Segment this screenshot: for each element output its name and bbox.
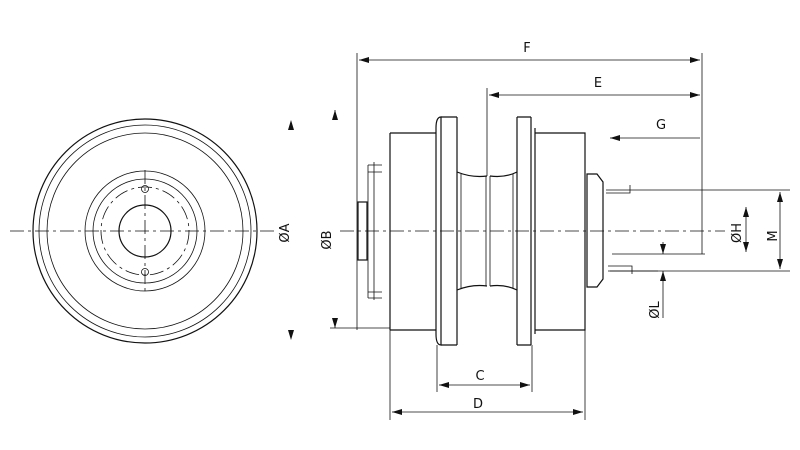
label-m: M xyxy=(766,230,781,241)
label-d: D xyxy=(473,397,483,412)
side-view xyxy=(340,116,790,346)
label-g: G xyxy=(656,118,666,133)
dim-a-arrow-bottom xyxy=(288,330,294,340)
label-b: ØB xyxy=(320,230,335,249)
front-view xyxy=(10,118,294,344)
label-a: ØA xyxy=(278,223,293,242)
label-l: ØL xyxy=(648,301,663,319)
label-f: F xyxy=(523,41,530,56)
label-e: E xyxy=(594,76,602,91)
dimensions xyxy=(330,53,783,420)
label-h: ØH xyxy=(730,223,745,243)
dim-a-arrow-top xyxy=(288,120,294,130)
label-c: C xyxy=(475,369,484,384)
